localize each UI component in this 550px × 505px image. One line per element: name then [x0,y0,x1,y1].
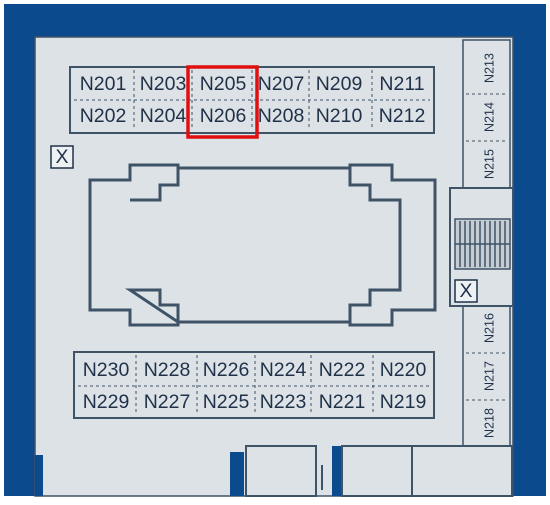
room-N219[interactable]: N219 [380,391,427,413]
room-N216[interactable]: N216 [482,313,496,343]
room-N201[interactable]: N201 [80,73,127,95]
room-N212[interactable]: N212 [379,105,426,127]
room-N227[interactable]: N227 [144,391,191,413]
room-N215[interactable]: N215 [482,149,496,179]
room-N223[interactable]: N223 [260,391,307,413]
room-N221[interactable]: N221 [319,391,366,413]
svg-text:X: X [459,280,472,302]
atrium-inner-wall [125,168,402,325]
room-N222[interactable]: N222 [319,359,366,381]
exit-marker-left: X [50,145,74,169]
room-N208[interactable]: N208 [258,105,305,127]
lower-left-wall [35,455,43,496]
right-column-lower [462,302,511,447]
right-column-upper [462,39,511,193]
room-N225[interactable]: N225 [203,391,250,413]
staircase [454,218,511,270]
room-N218[interactable]: N218 [482,408,496,438]
svg-text:X: X [55,146,68,168]
room-N220[interactable]: N220 [380,359,427,381]
room-N202[interactable]: N202 [80,105,127,127]
room-N211[interactable]: N211 [379,73,424,95]
room-N204[interactable]: N204 [140,105,187,127]
room-N226[interactable]: N226 [203,359,250,381]
room-N217[interactable]: N217 [482,361,496,391]
room-N203[interactable]: N203 [140,73,187,95]
room-N205[interactable]: N205 [200,73,247,95]
bottom-block-dividers [78,355,430,415]
atrium-outer-wall [88,163,437,327]
room-N210[interactable]: N210 [316,105,363,127]
room-N230[interactable]: N230 [83,359,130,381]
room-N224[interactable]: N224 [260,359,307,381]
room-N228[interactable]: N228 [144,359,191,381]
highlight-box [186,65,259,139]
room-N229[interactable]: N229 [83,391,130,413]
room-N206[interactable]: N206 [200,105,247,127]
room-N207[interactable]: N207 [258,73,305,95]
bottom-structures [230,445,513,497]
top-block-dividers [74,70,430,130]
exit-marker-right: X [454,279,478,303]
room-N214[interactable]: N214 [482,102,496,132]
room-N209[interactable]: N209 [316,73,363,95]
room-N213[interactable]: N213 [482,53,496,83]
bottom-room-block [73,351,435,419]
